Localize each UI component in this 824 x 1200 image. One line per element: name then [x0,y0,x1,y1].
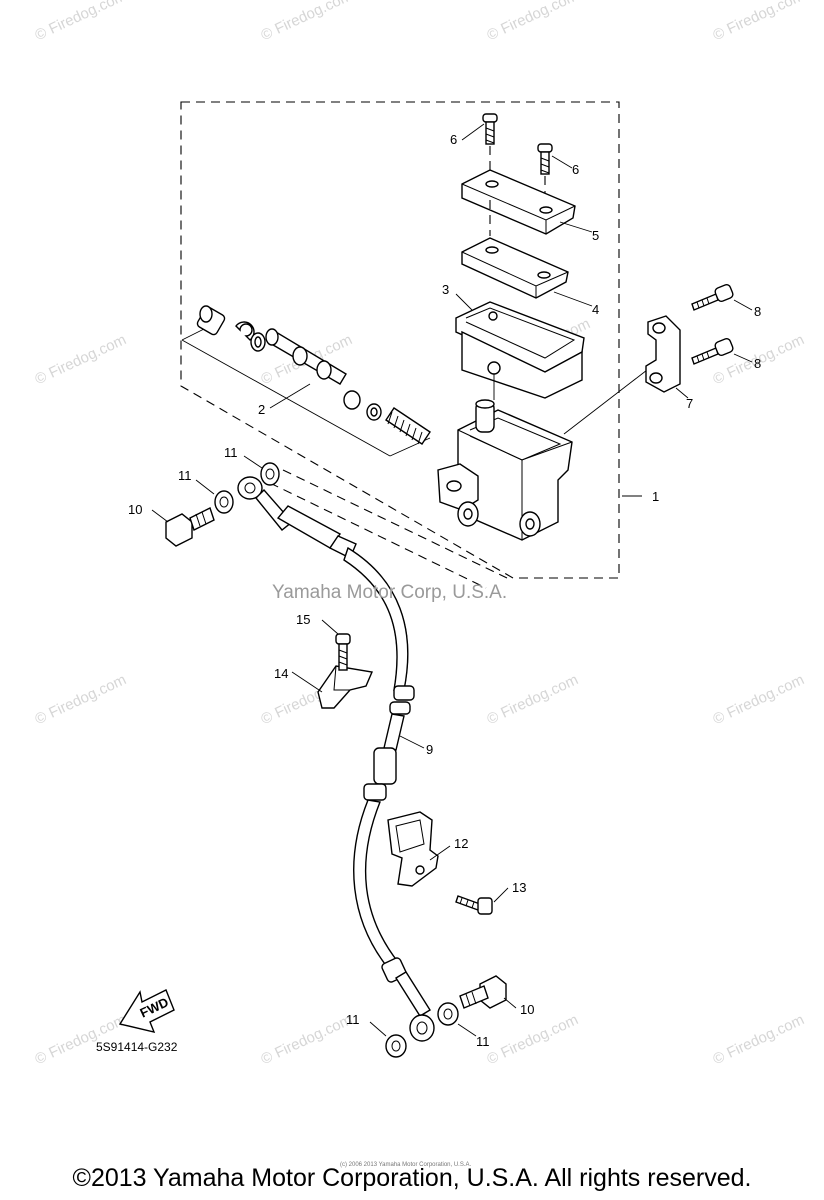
callout-2: 2 [258,402,265,417]
master-cylinder-body [437,359,661,541]
assembly-boundary [180,101,620,579]
callout-6: 6 [572,162,579,177]
brake-hose [237,476,435,1042]
copyright-footer: ©2013 Yamaha Motor Corporation, U.S.A. A… [72,1164,752,1192]
union-bolt-upper [165,507,215,547]
diagram-code: 5S91414-G232 [96,1040,178,1054]
callout-8: 8 [754,356,761,371]
alignment-line-upper [282,469,508,579]
copper-washer-lower-a [385,1034,407,1058]
callout-5: 5 [592,228,599,243]
copper-washer-upper-a [214,490,234,514]
callout-13: 13 [512,880,526,895]
handlebar-holder [645,315,681,393]
hose-guide [317,665,373,709]
callout-labels: 6 6 5 3 4 1 7 8 8 2 10 11 11 15 14 9 12 … [128,132,761,1049]
holder-bolt-lower [691,338,734,365]
piston-kit-guides [181,326,431,457]
copper-washer-upper-b [260,462,280,486]
callout-11: 11 [476,1034,490,1049]
reservoir-cap [461,169,576,236]
callout-11: 11 [224,445,238,460]
manufacturer-label: Yamaha Motor Corp, U.S.A. [272,582,508,603]
copper-washer-lower-b [437,1002,459,1026]
alignment-line-lower [269,482,487,589]
holder-bolt-upper [691,284,734,311]
piston-kit [196,305,431,445]
leader-lines [151,123,753,1037]
callout-4: 4 [592,302,599,317]
callout-3: 3 [442,282,449,297]
hose-clamp [387,811,439,887]
callout-14: 14 [274,666,288,681]
callout-10: 10 [520,1002,534,1017]
callout-11: 11 [178,468,192,483]
callout-9: 9 [426,742,433,757]
callout-6: 6 [450,132,457,147]
callout-1: 1 [652,489,659,504]
hose-guide-bolt [335,633,351,671]
callout-10: 10 [128,502,142,517]
diaphragm [455,301,585,400]
callout-8: 8 [754,304,761,319]
callout-7: 7 [686,396,693,411]
callout-12: 12 [454,836,468,851]
union-bolt-lower [459,975,507,1009]
cap-plate [461,237,569,299]
fwd-arrow-icon: FWD [118,989,175,1033]
fine-print-copyright: (c) 2006 2013 Yamaha Motor Corporation, … [340,1162,472,1168]
callout-15: 15 [296,612,310,627]
clamp-bolt [455,895,493,915]
cap-screw-left [482,113,498,180]
callout-11: 11 [346,1012,360,1027]
